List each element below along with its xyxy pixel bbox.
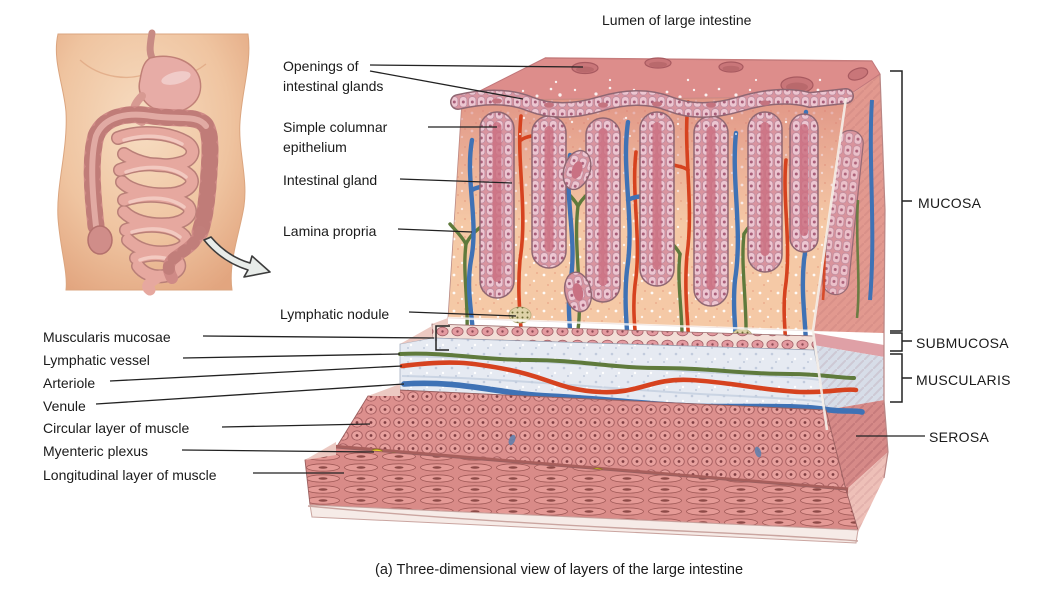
label-mucosa: MUCOSA — [918, 195, 982, 211]
label-serosa: SEROSA — [929, 429, 990, 445]
label-simple-columnar-epithelium: Simple columnar epithelium — [283, 119, 388, 155]
surface-epithelium — [450, 88, 854, 118]
mucosa-bracket — [890, 70, 912, 332]
submucosa-bracket — [890, 332, 912, 352]
intestinal-glands — [479, 111, 819, 313]
gland-tube — [789, 113, 819, 253]
layer-brackets — [890, 70, 912, 403]
gland-tube — [639, 111, 675, 287]
label-myenteric-plexus: Myenteric plexus — [43, 443, 149, 459]
label-circular-layer-of-muscle: Circular layer of muscle — [43, 420, 190, 436]
block-corner-edge — [811, 97, 848, 431]
gland-tube — [747, 111, 783, 273]
large-intestine — [83, 106, 219, 284]
figure-caption: (a) Three-dimensional view of layers of … — [375, 562, 744, 578]
block-right-face — [813, 73, 889, 532]
label-muscularis-mucosae: Muscularis mucosae — [43, 329, 171, 345]
muscularis-bracket — [890, 353, 912, 403]
muscularis-mucosae-bracket — [435, 325, 450, 351]
label-submucosa: SUBMUCOSA — [916, 335, 1009, 351]
label-longitudinal-layer-of-muscle: Longitudinal layer of muscle — [43, 467, 217, 483]
label-venule: Venule — [43, 398, 86, 414]
leader-lines — [95, 64, 925, 474]
mucosa-front-face — [398, 88, 865, 415]
intestine-block-illustration — [304, 57, 889, 544]
upper-front-speckles — [519, 116, 788, 137]
gland-tube — [585, 117, 621, 303]
gland-tube — [531, 115, 567, 269]
label-lumen: Lumen of large intestine — [602, 12, 752, 28]
gland-cross-section — [563, 271, 593, 313]
label-intestinal-gland: Intestinal gland — [283, 172, 378, 188]
label-lymphatic-vessel: Lymphatic vessel — [43, 352, 150, 368]
gland-tube — [479, 111, 515, 299]
label-openings-of-intestinal-glands: Openings of intestinal glands — [283, 58, 384, 94]
torso-inset-illustration — [55, 29, 271, 296]
gland-tube — [693, 115, 729, 307]
label-lamina-propria: Lamina propria — [283, 223, 377, 239]
label-lymphatic-nodule: Lymphatic nodule — [280, 306, 390, 322]
label-muscularis: MUSCULARIS — [916, 372, 1011, 388]
label-arteriole: Arteriole — [43, 375, 96, 391]
serosa-band — [307, 504, 859, 544]
zoom-arrow-icon — [203, 236, 271, 278]
gland-cross-section — [562, 149, 592, 191]
